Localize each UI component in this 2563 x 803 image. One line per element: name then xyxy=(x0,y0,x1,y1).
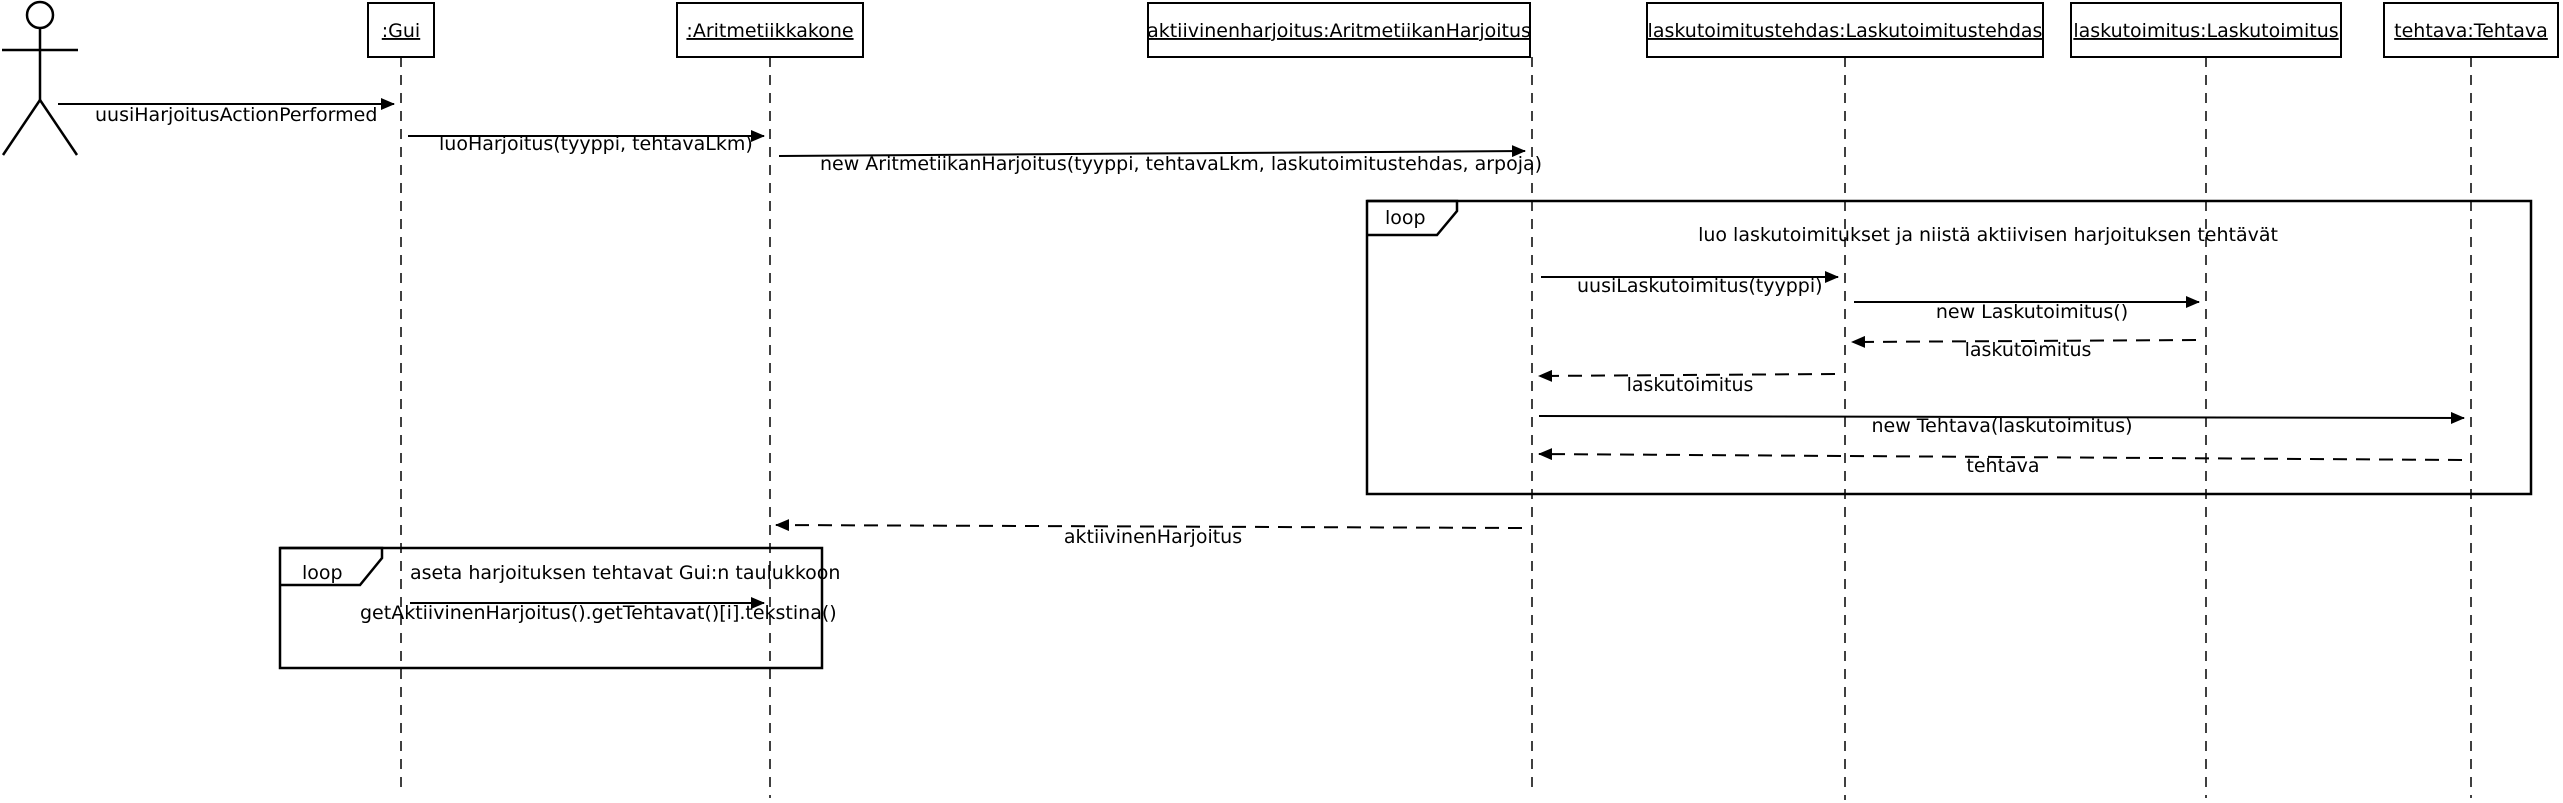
message-get-tehtavat: getAktiivinenHarjoitus().getTehtavat()[i… xyxy=(360,597,837,624)
message-arrow xyxy=(775,519,1523,532)
loop-fragment-create: loop luo laskutoimitukset ja niistä akti… xyxy=(1365,199,2533,496)
message-new-tehtava: new Tehtava(laskutoimitus) xyxy=(1538,411,2465,437)
message-label: new Tehtava(laskutoimitus) xyxy=(1871,415,2132,437)
message-return-tehtava: tehtava xyxy=(1538,448,2463,477)
actor-head-icon xyxy=(25,0,55,30)
message-luo-harjoitus: luoHarjoitus(tyyppi, tehtavaLkm) xyxy=(408,130,765,155)
fragment-guard: aseta harjoituksen tehtavat Gui:n tauluk… xyxy=(410,562,840,584)
message-label: tehtava xyxy=(1966,455,2039,477)
lifeline-label: :Aritmetiikkakone xyxy=(686,20,853,42)
message-label: getAktiivinenHarjoitus().getTehtavat()[i… xyxy=(360,602,837,624)
actor-left-leg xyxy=(1,99,42,156)
fragment-frame xyxy=(278,546,824,670)
message-label: luoHarjoitus(tyyppi, tehtavaLkm) xyxy=(439,133,753,155)
lifeline-head-box xyxy=(676,2,864,58)
lifeline-label: tehtava:Tehtava xyxy=(2394,20,2548,42)
message-uusi-laskutoimitus: uusiLaskutoimitus(tyyppi) xyxy=(1541,271,1839,297)
message-label: uusiLaskutoimitus(tyyppi) xyxy=(1577,275,1823,297)
lifeline-label: laskutoimitus:Laskutoimitus xyxy=(2073,20,2338,42)
message-new-aritmetiikan-harjoitus: new AritmetiikanHarjoitus(tyyppi, tehtav… xyxy=(778,145,1542,175)
lifeline-head-box xyxy=(1147,2,1531,58)
lifeline-harjoitus: aktiivinenharjoitus:AritmetiikanHarjoitu… xyxy=(1147,2,1531,58)
message-new-laskutoimitus: new Laskutoimitus() xyxy=(1854,296,2200,323)
lifeline-tehdas: laskutoimitustehdas:Laskutoimitustehdas xyxy=(1646,2,2044,58)
fragment-frame xyxy=(1365,199,2533,496)
message-arrow xyxy=(1851,335,2197,348)
message-arrow xyxy=(1538,448,2463,461)
message-label: laskutoimitus xyxy=(1627,374,1754,396)
fragment-operator: loop xyxy=(302,562,343,584)
message-label: aktiivinenHarjoitus xyxy=(1064,526,1242,548)
message-return-laskutoimitus-1: laskutoimitus xyxy=(1851,335,2197,361)
message-uusi-harjoitus: uusiHarjoitusActionPerformed xyxy=(58,98,395,126)
message-arrow xyxy=(1538,411,2465,424)
fragment-guard: luo laskutoimitukset ja niistä aktiivise… xyxy=(1698,224,2278,246)
lifeline-lines xyxy=(400,57,2472,800)
fragment-operator: loop xyxy=(1385,207,1426,229)
loop-fragment-gui: loop aseta harjoituksen tehtavat Gui:n t… xyxy=(278,546,840,670)
lifeline-aritmetiikkakone: :Aritmetiikkakone xyxy=(676,2,864,58)
lifeline-head-box xyxy=(1646,2,2044,58)
fragment-operator-tab xyxy=(1367,199,1459,237)
message-label: laskutoimitus xyxy=(1965,339,2092,361)
lifeline-label: aktiivinenharjoitus:AritmetiikanHarjoitu… xyxy=(1147,20,1531,42)
lifeline-head-box xyxy=(2070,2,2342,58)
message-label: new AritmetiikanHarjoitus(tyyppi, tehtav… xyxy=(820,153,1542,175)
lifeline-label: laskutoimitustehdas:Laskutoimitustehdas xyxy=(1648,20,2043,42)
lifeline-head-box xyxy=(367,2,435,58)
fragment-operator-tab xyxy=(280,546,384,587)
message-arrow xyxy=(778,145,1526,158)
message-return-laskutoimitus-2: laskutoimitus xyxy=(1538,369,1836,396)
message-label: uusiHarjoitusActionPerformed xyxy=(95,104,377,126)
lifeline-laskutoimitus: laskutoimitus:Laskutoimitus xyxy=(2070,2,2342,58)
message-label: new Laskutoimitus() xyxy=(1936,301,2128,323)
message-return-aktiivinen-harjoitus: aktiivinenHarjoitus xyxy=(775,519,1523,548)
actor-right-leg xyxy=(38,99,79,156)
actor xyxy=(1,0,79,156)
message-arrow xyxy=(1538,369,1836,382)
lifeline-head-box xyxy=(2383,2,2559,58)
lifeline-label: :Gui xyxy=(382,20,420,42)
lifeline-tehtava: tehtava:Tehtava xyxy=(2383,2,2559,58)
lifeline-gui: :Gui xyxy=(367,2,435,58)
